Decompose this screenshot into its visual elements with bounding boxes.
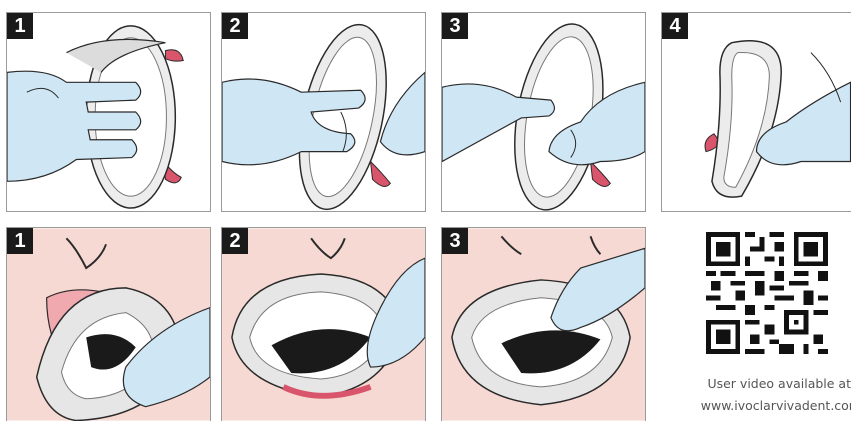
top-step-3-illustration <box>442 13 645 211</box>
qr-code <box>706 232 828 354</box>
bottom-step-1-illustration <box>7 228 210 421</box>
top-step-1-panel: 1 <box>6 12 211 212</box>
bottom-step-3-panel: 3 <box>441 227 646 421</box>
top-step-2-number: 2 <box>222 13 248 39</box>
bottom-step-2-number: 2 <box>222 228 248 254</box>
top-step-4-illustration <box>662 13 851 211</box>
bottom-step-1-panel: 1 <box>6 227 211 421</box>
top-step-1-number: 1 <box>7 13 33 39</box>
top-step-3-number: 3 <box>442 13 468 39</box>
top-step-4-number: 4 <box>662 13 688 39</box>
bottom-step-1-number: 1 <box>7 228 33 254</box>
bottom-step-2-panel: 2 <box>221 227 426 421</box>
video-caption-line-1: User video available at <box>651 376 851 391</box>
bottom-step-3-number: 3 <box>442 228 468 254</box>
top-step-4-panel: 4 <box>661 12 851 212</box>
top-step-3-panel: 3 <box>441 12 646 212</box>
bottom-step-3-illustration <box>442 228 645 421</box>
top-step-1-illustration <box>7 13 210 211</box>
top-step-2-illustration <box>222 13 425 211</box>
video-caption-line-2[interactable]: www.ivoclarvivadent.com <box>661 398 851 413</box>
bottom-step-2-illustration <box>222 228 425 421</box>
top-step-2-panel: 2 <box>221 12 426 212</box>
